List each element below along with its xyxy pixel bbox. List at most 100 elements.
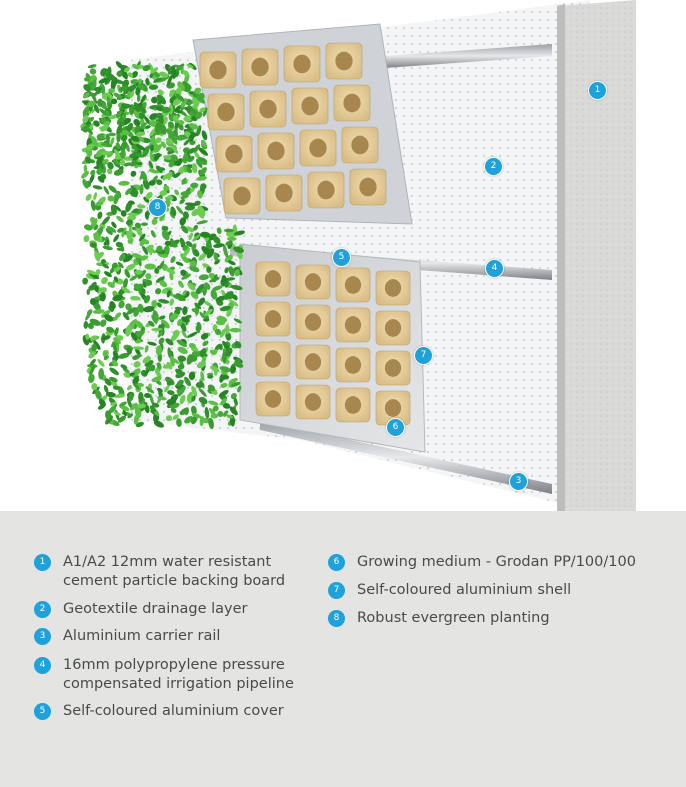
leaf: [177, 120, 185, 125]
leaf: [165, 137, 174, 145]
leaf: [187, 331, 198, 338]
leaf: [137, 403, 147, 409]
leaf: [201, 245, 211, 255]
leaf: [179, 394, 186, 405]
leaf: [185, 202, 197, 207]
legend-badge-5: 5: [34, 703, 51, 720]
leaf: [144, 125, 151, 129]
leaf: [120, 149, 126, 159]
leaf: [112, 359, 118, 367]
leaf: [115, 142, 121, 150]
leaf: [208, 417, 214, 430]
leaf: [156, 179, 163, 186]
leaf: [163, 185, 170, 191]
leaf: [116, 215, 124, 223]
leaf: [153, 420, 164, 428]
leaf: [216, 227, 222, 235]
leaf: [167, 347, 172, 359]
growing-medium: [255, 261, 411, 426]
leaf: [194, 87, 202, 94]
leaf: [223, 228, 234, 233]
leaf: [155, 345, 163, 356]
leaf: [184, 205, 196, 211]
evergreen-planting: [80, 60, 245, 430]
leaf: [214, 328, 222, 336]
leaf: [151, 97, 158, 104]
leaf: [182, 81, 192, 89]
leaf: [149, 151, 154, 162]
leaf: [94, 389, 102, 400]
leaf: [149, 248, 153, 256]
leaf: [89, 364, 96, 376]
legend-item-1: 1 A1/A2 12mm water resistant cement part…: [34, 553, 285, 591]
legend-badge-7: 7: [328, 582, 345, 599]
leaf: [215, 295, 226, 302]
leaf: [154, 152, 161, 161]
leaf: [198, 387, 207, 397]
leaf: [83, 320, 89, 329]
leaf: [130, 170, 137, 177]
leaf: [110, 98, 118, 105]
leaf: [195, 111, 203, 120]
callout-badge-6: 6: [386, 418, 405, 437]
leaf: [162, 172, 173, 180]
leaf: [219, 366, 231, 373]
growing-medium-hole: [351, 135, 369, 155]
leaf: [111, 262, 118, 269]
leaf: [150, 135, 156, 145]
leaf: [91, 343, 98, 352]
leaf: [199, 380, 205, 388]
leaf: [178, 280, 184, 288]
leaf: [164, 240, 171, 246]
leaf: [150, 67, 159, 74]
leaf: [110, 137, 115, 146]
leaf: [98, 367, 105, 380]
leaf: [234, 230, 245, 236]
callout-badge-7: 7: [414, 346, 433, 365]
growing-medium-hole: [304, 273, 322, 291]
leaf: [169, 241, 178, 248]
leaf: [191, 243, 197, 251]
leaf: [95, 201, 104, 206]
leaf: [174, 189, 180, 196]
leaf: [110, 204, 117, 215]
leaf: [230, 382, 241, 387]
leaf: [91, 92, 97, 103]
leaf: [193, 144, 201, 153]
leaf: [135, 153, 145, 158]
leaf: [223, 246, 229, 258]
leaf: [130, 295, 141, 301]
leaf: [177, 355, 187, 362]
leaf: [142, 356, 151, 364]
leaf: [150, 144, 154, 152]
leaf: [182, 70, 189, 77]
legend-item-3: 3 Aluminium carrier rail: [34, 627, 220, 646]
leaf: [157, 387, 163, 393]
legend-badge-3: 3: [34, 628, 51, 645]
leaf: [172, 329, 180, 337]
leaf: [85, 126, 94, 135]
leaf: [105, 228, 113, 235]
leaf: [118, 352, 130, 359]
leaf: [158, 167, 166, 171]
leaf: [225, 241, 233, 246]
leaf: [90, 335, 98, 342]
growing-medium-hole: [343, 93, 361, 113]
legend-text-5: Self-coloured aluminium cover: [63, 703, 284, 719]
leaf: [225, 347, 233, 357]
leaf: [130, 332, 138, 341]
leaf: [220, 382, 228, 388]
growing-medium-hole: [251, 57, 269, 77]
leaf: [149, 113, 158, 120]
backing-board-edge: [557, 4, 565, 511]
leaf: [145, 279, 152, 286]
leaf: [183, 116, 192, 122]
leaf: [98, 287, 107, 294]
leaf: [116, 123, 123, 136]
leaf: [173, 172, 181, 179]
leaf: [125, 84, 137, 93]
leaf: [144, 360, 154, 367]
leaf: [85, 143, 95, 150]
leaf: [179, 198, 185, 204]
leaf: [191, 395, 196, 402]
